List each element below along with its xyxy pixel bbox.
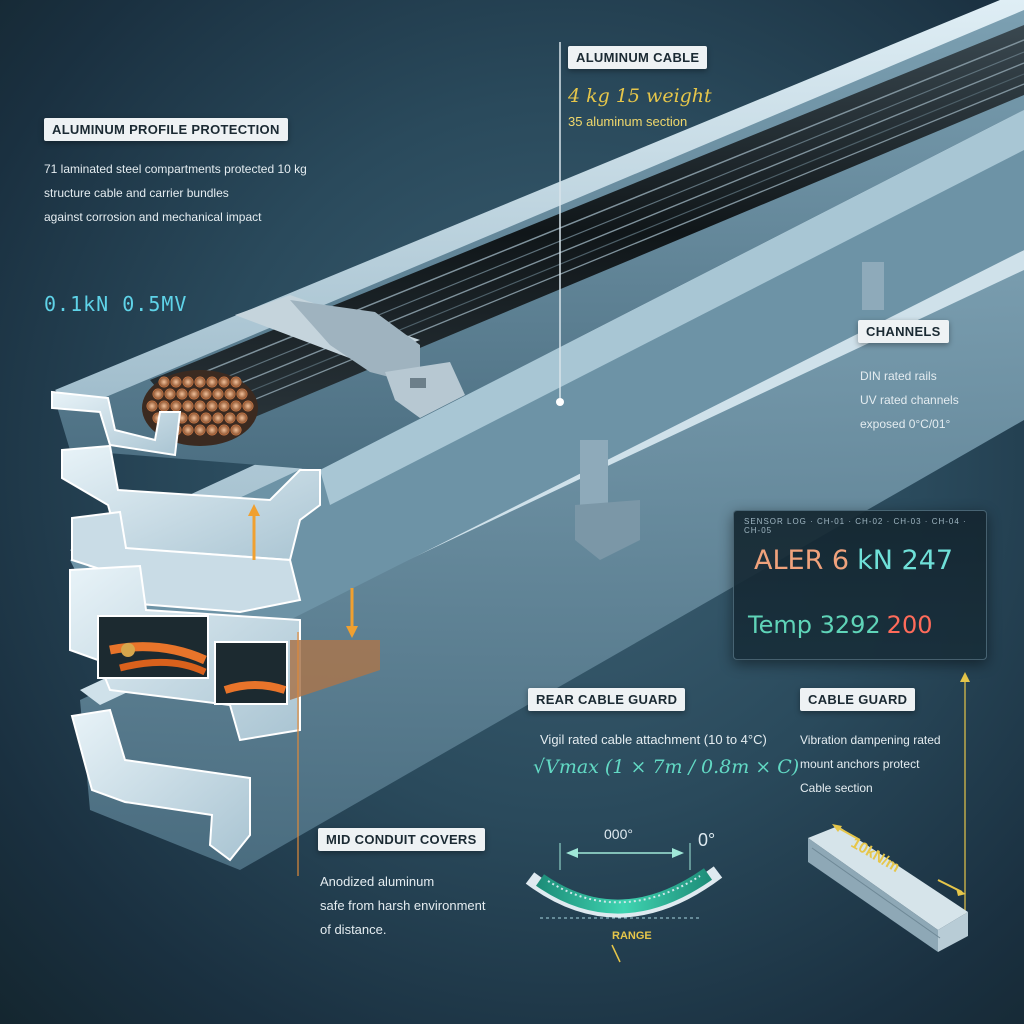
spec-weight: 4 kg 15 weight [568, 85, 712, 107]
copper-strand [230, 400, 242, 412]
spec-tag: ALUMINUM CABLE [568, 46, 708, 69]
copper-strand [146, 400, 158, 412]
intro-line-3: against corrosion and mechanical impact [44, 210, 262, 224]
intro-line-2: structure cable and carrier bundles [44, 186, 229, 200]
copper-strand [182, 376, 194, 388]
copper-strand [158, 376, 170, 388]
mid-conduit-tag: MID CONDUIT COVERS [318, 828, 485, 851]
reading-alarm: 200 [886, 611, 933, 639]
mid-conduit-line-3: of distance. [320, 922, 387, 937]
alert-value: kN 247 [857, 545, 954, 576]
copper-strand [218, 376, 230, 388]
dimension-right: 0° [698, 830, 716, 850]
channels-line-2: UV rated channels [860, 393, 959, 407]
reading-value: Temp 3292 [748, 611, 881, 639]
support-bracket-1 [575, 440, 640, 560]
copper-strand [188, 412, 200, 424]
dimension-left: 000° [604, 826, 633, 842]
copper-strand [212, 388, 224, 400]
copper-strand [218, 400, 230, 412]
panel-header: SENSOR LOG · CH-01 · CH-02 · CH-03 · CH-… [744, 517, 967, 535]
copper-strand [164, 388, 176, 400]
cable-guard-line-1: Vibration dampening rated [800, 733, 941, 747]
copper-strand [152, 388, 164, 400]
copper-strand [170, 376, 182, 388]
copper-strand [230, 376, 242, 388]
copper-strand [194, 400, 206, 412]
tray-lower-body [80, 260, 1024, 870]
copper-strand [200, 412, 212, 424]
copper-strand [158, 400, 170, 412]
copper-strand [224, 388, 236, 400]
copper-strand [206, 376, 218, 388]
mid-conduit-line-1: Anodized aluminum [320, 874, 435, 889]
left-spec-label: 0.1kN 0.5MV [44, 292, 188, 316]
copper-strand [224, 412, 236, 424]
tray-upper-lip [320, 110, 1024, 505]
rear-guard-line: Vigil rated cable attachment (10 to 4°C) [540, 732, 767, 747]
spec-sub: 35 aluminum section [568, 114, 688, 129]
cable-guard-line-3: Cable section [800, 781, 873, 795]
copper-strand [236, 388, 248, 400]
cable-guard-line-2: mount anchors protect [800, 757, 920, 771]
sensor-readout-panel: SENSOR LOG · CH-01 · CH-02 · CH-03 · CH-… [733, 510, 987, 660]
intro-line-1: 71 laminated steel compartments protecte… [44, 162, 307, 176]
mid-conduit-line-2: safe from harsh environment [320, 898, 486, 913]
curve-label: RANGE [612, 930, 652, 942]
alert-label: ALER 6 [754, 545, 850, 576]
copper-strand [188, 388, 200, 400]
profile-cross-section [51, 390, 380, 862]
copper-strands [146, 376, 254, 436]
copper-strand [182, 400, 194, 412]
copper-strand [182, 424, 194, 436]
channels-line-3: exposed 0°C/01° [860, 417, 951, 431]
curved-guard-diagram [525, 843, 723, 963]
channels-tag: CHANNELS [858, 320, 949, 343]
cable-guard-tag: CABLE GUARD [800, 688, 916, 711]
title-tag: ALUMINUM PROFILE PROTECTION [44, 118, 288, 141]
copper-strand [194, 376, 206, 388]
copper-strand [206, 424, 218, 436]
small-rail-diagram [808, 824, 968, 952]
cable-clamp [235, 295, 465, 418]
copper-strand [218, 424, 230, 436]
copper-strand [176, 388, 188, 400]
rear-guard-tag: REAR CABLE GUARD [528, 688, 686, 711]
copper-strand [236, 412, 248, 424]
support-bracket-2 [862, 262, 884, 310]
copper-strand [206, 400, 218, 412]
copper-strand [194, 424, 206, 436]
copper-strand [170, 400, 182, 412]
copper-strand [200, 388, 212, 400]
copper-strand [212, 412, 224, 424]
copper-strand [230, 424, 242, 436]
copper-strand [242, 400, 254, 412]
channels-line-1: DIN rated rails [860, 369, 937, 383]
rear-guard-formula: √Vmax (1 × 7m / 0.8m × C) [533, 756, 800, 778]
